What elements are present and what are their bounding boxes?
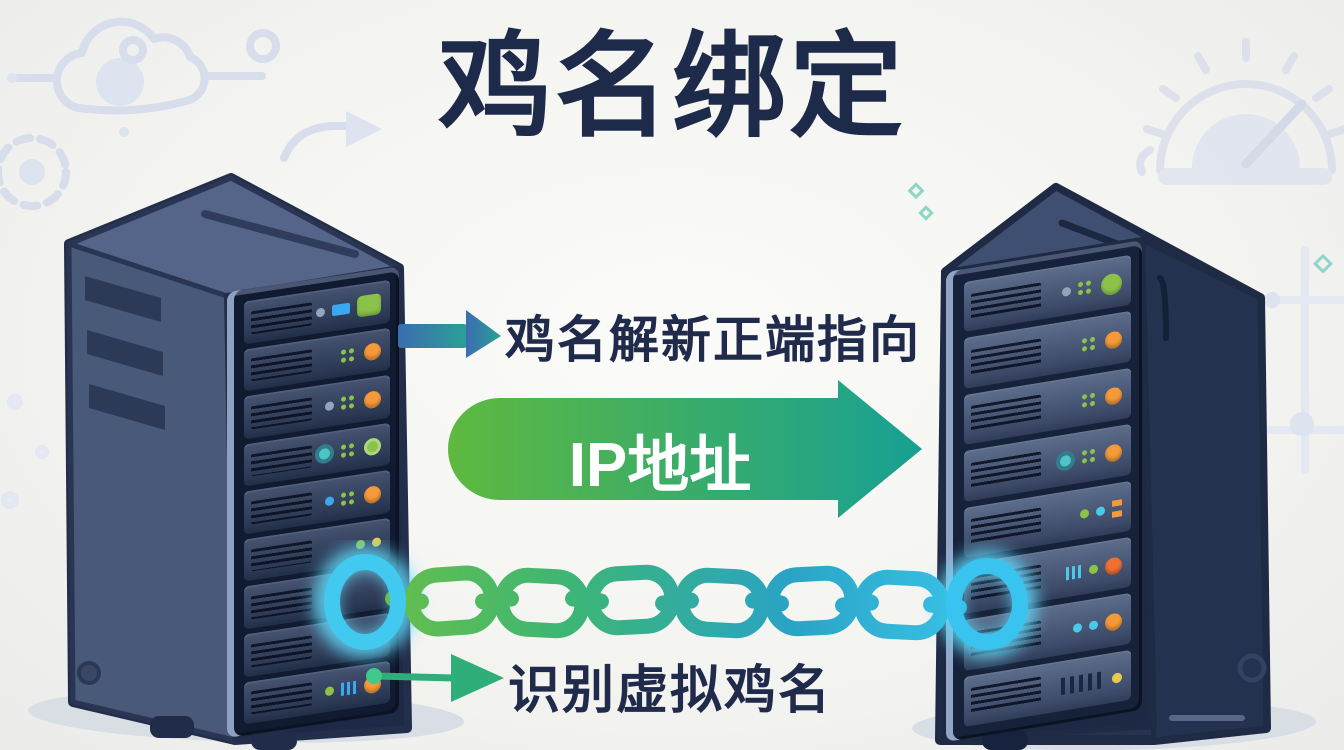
chain-links <box>404 564 950 641</box>
gray-dot-led-icon <box>316 307 325 318</box>
gray-dot-led-icon <box>325 400 334 412</box>
vent-slats-icon <box>971 451 1042 490</box>
green-matrix-led-icon <box>1082 337 1087 344</box>
side-vent-slots <box>85 276 165 430</box>
green-matrix-led-icon <box>341 491 346 498</box>
green-matrix-led-icon <box>341 396 346 403</box>
green-matrix-led-icon <box>1078 281 1083 288</box>
speed-gauge-icon <box>1136 38 1344 185</box>
resolution-arrow <box>398 310 501 358</box>
vent-slats-icon <box>971 338 1042 377</box>
vent-slats-icon <box>971 676 1042 716</box>
cloud-gear-icon <box>7 17 266 137</box>
orange-round-led-icon <box>1105 386 1122 407</box>
server-foot <box>150 716 194 738</box>
teal-disc-led-icon <box>315 443 334 466</box>
vent-slats-icon <box>251 397 313 430</box>
side-detail-circle <box>77 661 101 685</box>
signal-ring-icon <box>246 29 280 63</box>
orange-round-led-icon <box>364 485 381 505</box>
orange-round-led-icon <box>1105 612 1122 632</box>
blue-chip-led-icon <box>332 302 350 317</box>
cyan-bars-led-icon <box>1066 564 1082 580</box>
page-title: 鸡名绑定 <box>437 24 906 151</box>
green-matrix-led-icon <box>1082 393 1087 400</box>
resolution-label: 鸡名解新正端指向 <box>505 312 921 368</box>
orangered-round-led-icon <box>1105 555 1122 576</box>
orange-round-led-icon <box>364 389 381 410</box>
gear-icon <box>0 134 70 509</box>
orange-round-led-icon <box>1105 442 1122 463</box>
binding-chain <box>313 546 1037 658</box>
blue-bars-led-icon <box>341 680 357 697</box>
green-dot-led-icon <box>1080 508 1089 520</box>
vent-slats-icon <box>251 349 313 382</box>
ip-address-label: IP地址 <box>568 431 752 500</box>
vent-slats-icon <box>971 282 1042 321</box>
green-bigsquare-led-icon <box>357 292 381 318</box>
server-foot <box>982 730 1028 750</box>
green-dot-led-icon <box>1089 563 1098 575</box>
yellow-small-led-icon <box>1112 671 1122 684</box>
sparkle-diamonds-icon <box>907 182 1333 274</box>
server-foot <box>251 730 297 750</box>
vent-slats-icon <box>971 394 1042 434</box>
cyan-dot-led-icon <box>1089 620 1098 631</box>
orange-round-led-icon <box>1105 330 1122 351</box>
green-matrix-led-icon <box>1082 450 1087 457</box>
server-side-face <box>1139 237 1269 743</box>
virtual-host-arrow <box>366 654 504 702</box>
gray-dot-led-icon <box>1062 286 1071 297</box>
chain-end-rings <box>324 554 1028 650</box>
vent-slats-icon <box>251 492 313 525</box>
green-ring-led-icon <box>364 437 381 457</box>
dark-slats-led-icon <box>1061 671 1105 696</box>
teal-disc-led-icon <box>1056 449 1075 472</box>
vent-slats-icon <box>251 444 313 477</box>
orange-pills-led-icon <box>1112 499 1122 519</box>
curved-arrow-icon <box>280 111 382 162</box>
green-matrix-led-icon <box>341 444 346 450</box>
ip-arrow <box>448 380 922 518</box>
orange-round-led-icon <box>364 342 381 362</box>
green-matrix-led-icon <box>341 349 346 355</box>
virtual-host-label: 识别虚拟鸡名 <box>508 662 833 720</box>
vent-slats-icon <box>251 302 313 335</box>
green-biground-led-icon <box>1101 271 1122 297</box>
cyan-dot-led-icon <box>1073 622 1082 634</box>
green-dot-led-icon <box>325 686 334 697</box>
vent-slats-icon <box>251 682 313 715</box>
blue-dot-led-icon <box>325 496 334 507</box>
cyan-dot-led-icon <box>1096 506 1105 517</box>
